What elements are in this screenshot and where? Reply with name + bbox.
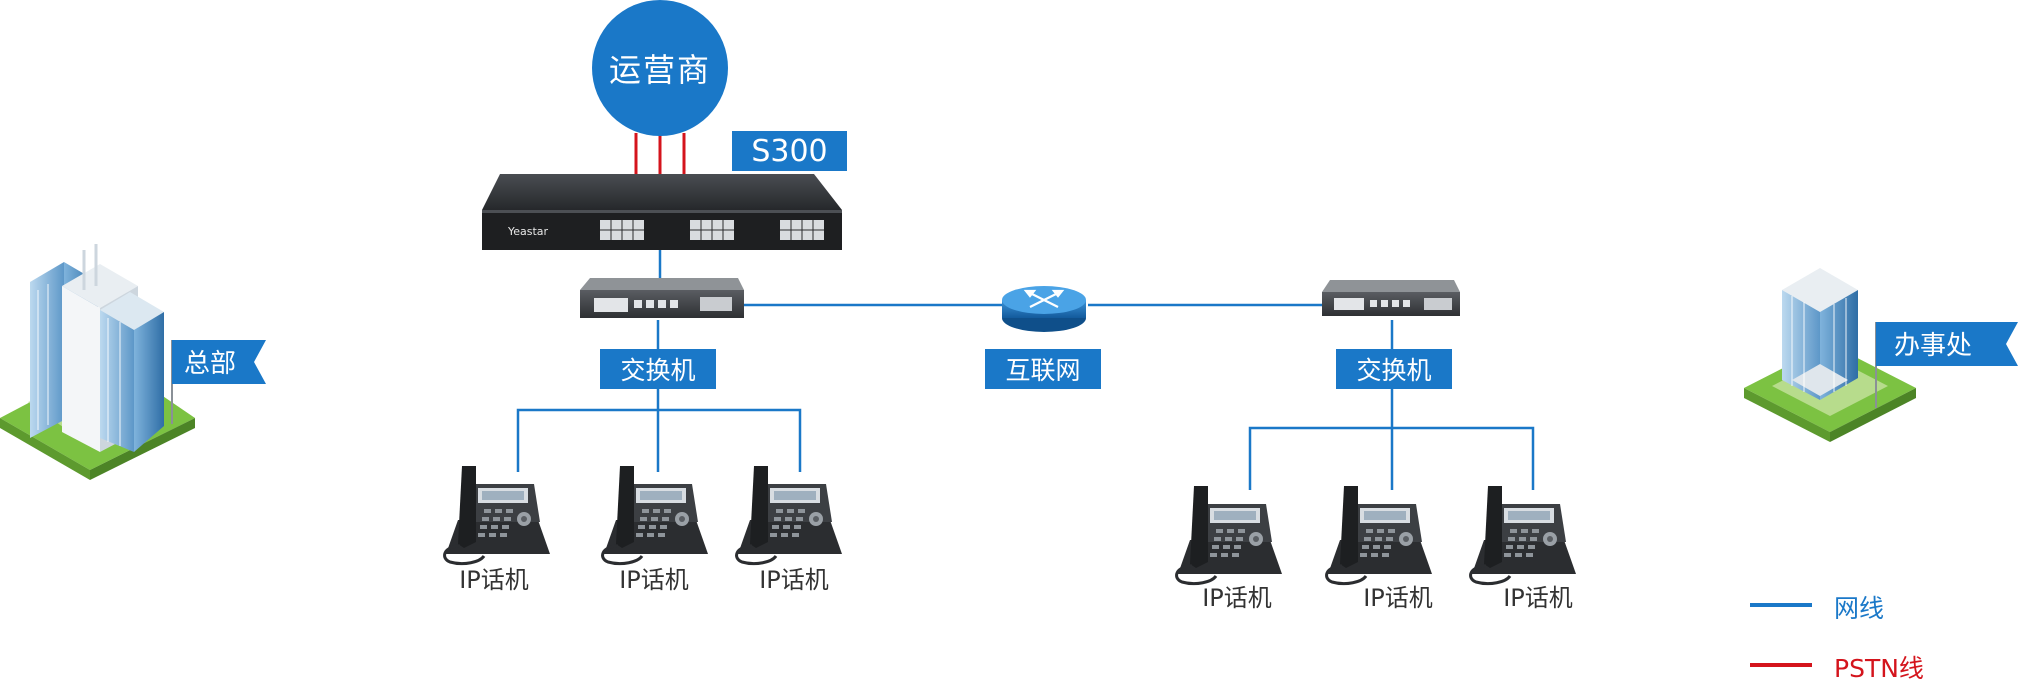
carrier-node: 运营商 [592, 0, 728, 136]
headquarters-flag: 总部 [171, 340, 266, 424]
headquarters-label: 总部 [184, 349, 236, 379]
hq-phone-label-1: IP话机 [459, 566, 529, 594]
headquarters-building-icon [0, 244, 195, 480]
hq-switch-device [580, 278, 744, 318]
legend-lan-label: 网线 [1834, 594, 1885, 623]
s300-pbx-device: Yeastar [482, 174, 842, 250]
branch-switch-device [1322, 280, 1460, 316]
branch-office-label: 办事处 [1894, 331, 1972, 361]
lan-lines [516, 245, 1535, 490]
hq-phone-label-2: IP话机 [619, 566, 689, 594]
branch-office-flag: 办事处 [1875, 322, 2018, 408]
hq-phone-label-3: IP话机 [759, 566, 829, 594]
branch-switch-label: 交换机 [1336, 349, 1452, 389]
pstn-lines [634, 133, 686, 180]
branch-office-building-icon [1744, 268, 1916, 442]
hq-ip-phone-1-icon [443, 464, 552, 566]
branch-phone-label-1: IP话机 [1202, 584, 1272, 612]
branch-phone-label-3: IP话机 [1503, 584, 1573, 612]
internet-label: 互联网 [985, 349, 1101, 389]
branch-ip-phone-3-icon [1469, 484, 1578, 586]
branch-ip-phone-1-icon [1175, 484, 1284, 586]
branch-phone-label-2: IP话机 [1363, 584, 1433, 612]
pbx-brand-label: Yeastar [507, 225, 549, 238]
legend-pstn-label: PSTN线 [1834, 654, 1924, 683]
internet-router-icon [1002, 286, 1086, 332]
hq-ip-phone-3-icon [735, 464, 844, 566]
hq-ip-phone-2-icon [601, 464, 710, 566]
branch-ip-phone-2-icon [1325, 484, 1434, 586]
hq-switch-label: 交换机 [600, 349, 716, 389]
s300-label: S300 [732, 131, 847, 171]
